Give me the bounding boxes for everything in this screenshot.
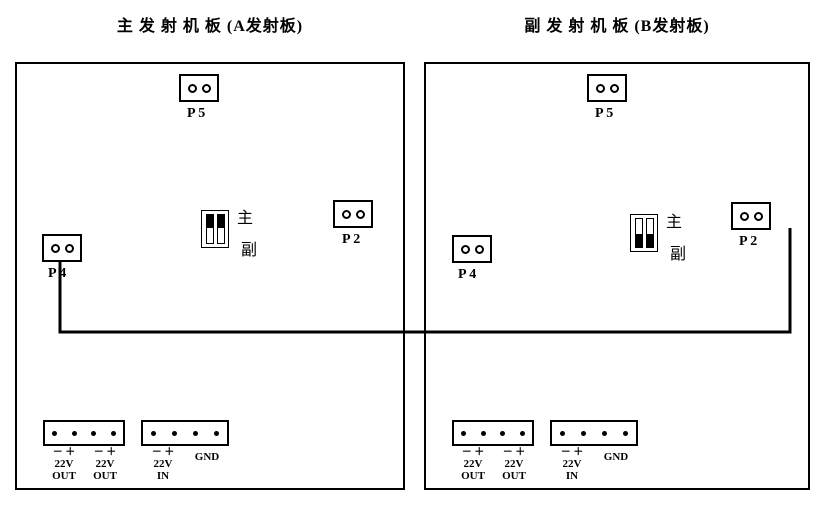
direction-label: IN bbox=[565, 470, 579, 483]
connector-p2 bbox=[333, 200, 373, 228]
terminal-pin-icon bbox=[519, 430, 525, 436]
jumper-pin-column bbox=[646, 218, 654, 248]
pin-hole-icon bbox=[341, 209, 351, 219]
polarity-sign: － ＋ bbox=[502, 447, 526, 458]
board-a-title: 主 发 射 机 板 (A发射板) bbox=[116, 18, 304, 35]
terminal-pin-icon bbox=[214, 430, 219, 436]
terminal-pin-icon bbox=[52, 430, 58, 436]
connector-p5 bbox=[587, 74, 627, 102]
terminal-pin-icon bbox=[172, 430, 177, 436]
terminal-label-out1: － ＋ 22V OUT bbox=[452, 447, 494, 482]
jumper-pin-column bbox=[206, 214, 214, 244]
terminal-pin-icon bbox=[623, 430, 628, 436]
board-b-title: 副 发 射 机 板 (B发射板) bbox=[524, 18, 710, 35]
pin-hole-icon bbox=[201, 83, 211, 93]
p2-label: P 2 bbox=[342, 232, 361, 247]
voltage-label: 22V bbox=[54, 458, 74, 470]
connector-p4 bbox=[452, 235, 492, 263]
direction-label: IN bbox=[156, 470, 170, 483]
p2-label: P 2 bbox=[739, 234, 758, 249]
terminal-pin-icon bbox=[91, 430, 97, 436]
jumper-cap bbox=[647, 234, 653, 247]
terminal-block-in bbox=[141, 420, 229, 446]
direction-label: OUT bbox=[461, 470, 485, 483]
terminal-pin-icon bbox=[151, 430, 156, 436]
polarity-sign: － ＋ bbox=[93, 447, 117, 458]
pin-hole-icon bbox=[753, 211, 763, 221]
direction-label: OUT bbox=[52, 470, 76, 483]
voltage-label: 22V bbox=[153, 458, 173, 470]
connector-p2 bbox=[731, 202, 771, 230]
pin-hole-icon bbox=[50, 243, 60, 253]
p5-label: P 5 bbox=[187, 106, 206, 121]
pin-hole-icon bbox=[460, 244, 470, 254]
terminal-block-in bbox=[550, 420, 638, 446]
board-a-outline: P 5 P 2 P 4 主 副 － ＋ bbox=[15, 62, 405, 490]
pin-hole-icon bbox=[739, 211, 749, 221]
jumper-sub-label: 副 bbox=[241, 242, 258, 259]
p5-label: P 5 bbox=[595, 106, 614, 121]
jumper-cap bbox=[207, 215, 213, 228]
terminal-block-out bbox=[452, 420, 534, 446]
pin-hole-icon bbox=[355, 209, 365, 219]
terminal-label-out2: － ＋ 22V OUT bbox=[84, 447, 126, 482]
direction-label: OUT bbox=[502, 470, 526, 483]
jumper-block bbox=[201, 210, 229, 248]
jumper-pin-column bbox=[635, 218, 643, 248]
jumper-main-label: 主 bbox=[237, 210, 254, 227]
pin-hole-icon bbox=[595, 83, 605, 93]
p4-label: P 4 bbox=[458, 267, 477, 282]
terminal-pin-icon bbox=[461, 430, 467, 436]
pin-hole-icon bbox=[609, 83, 619, 93]
polarity-sign: － ＋ bbox=[560, 447, 584, 458]
connector-p4 bbox=[42, 234, 82, 262]
terminal-label-out1: － ＋ 22V OUT bbox=[43, 447, 85, 482]
pin-hole-icon bbox=[187, 83, 197, 93]
terminal-pin-icon bbox=[480, 430, 486, 436]
terminal-label-in: － ＋ 22V IN bbox=[141, 447, 185, 482]
voltage-label: 22V bbox=[463, 458, 483, 470]
polarity-sign: － ＋ bbox=[151, 447, 175, 458]
terminal-pin-icon bbox=[560, 430, 565, 436]
terminal-label-out2: － ＋ 22V OUT bbox=[493, 447, 535, 482]
direction-label: OUT bbox=[93, 470, 117, 483]
jumper-cap bbox=[636, 234, 642, 247]
connector-p5 bbox=[179, 74, 219, 102]
polarity-sign: － ＋ bbox=[52, 447, 76, 458]
pin-hole-icon bbox=[64, 243, 74, 253]
p4-label: P 4 bbox=[48, 266, 67, 281]
jumper-pin-column bbox=[217, 214, 225, 244]
board-b-outline: P 5 P 2 P 4 主 副 － ＋ bbox=[424, 62, 810, 490]
terminal-block-out bbox=[43, 420, 125, 446]
jumper-sub-label: 副 bbox=[670, 246, 687, 263]
terminal-pin-icon bbox=[581, 430, 586, 436]
polarity-sign: － ＋ bbox=[461, 447, 485, 458]
terminal-pin-icon bbox=[110, 430, 116, 436]
voltage-label: 22V bbox=[504, 458, 524, 470]
terminal-label-in: － ＋ 22V IN bbox=[550, 447, 594, 482]
pin-hole-icon bbox=[474, 244, 484, 254]
terminal-pin-icon bbox=[193, 430, 198, 436]
jumper-block bbox=[630, 214, 658, 252]
terminal-pin-icon bbox=[602, 430, 607, 436]
terminal-pin-icon bbox=[500, 430, 506, 436]
voltage-label: 22V bbox=[562, 458, 582, 470]
gnd-label: GND bbox=[603, 451, 629, 463]
terminal-pin-icon bbox=[71, 430, 77, 436]
voltage-label: 22V bbox=[95, 458, 115, 470]
gnd-label: GND bbox=[194, 451, 220, 463]
jumper-cap bbox=[218, 215, 224, 228]
jumper-main-label: 主 bbox=[666, 214, 683, 231]
